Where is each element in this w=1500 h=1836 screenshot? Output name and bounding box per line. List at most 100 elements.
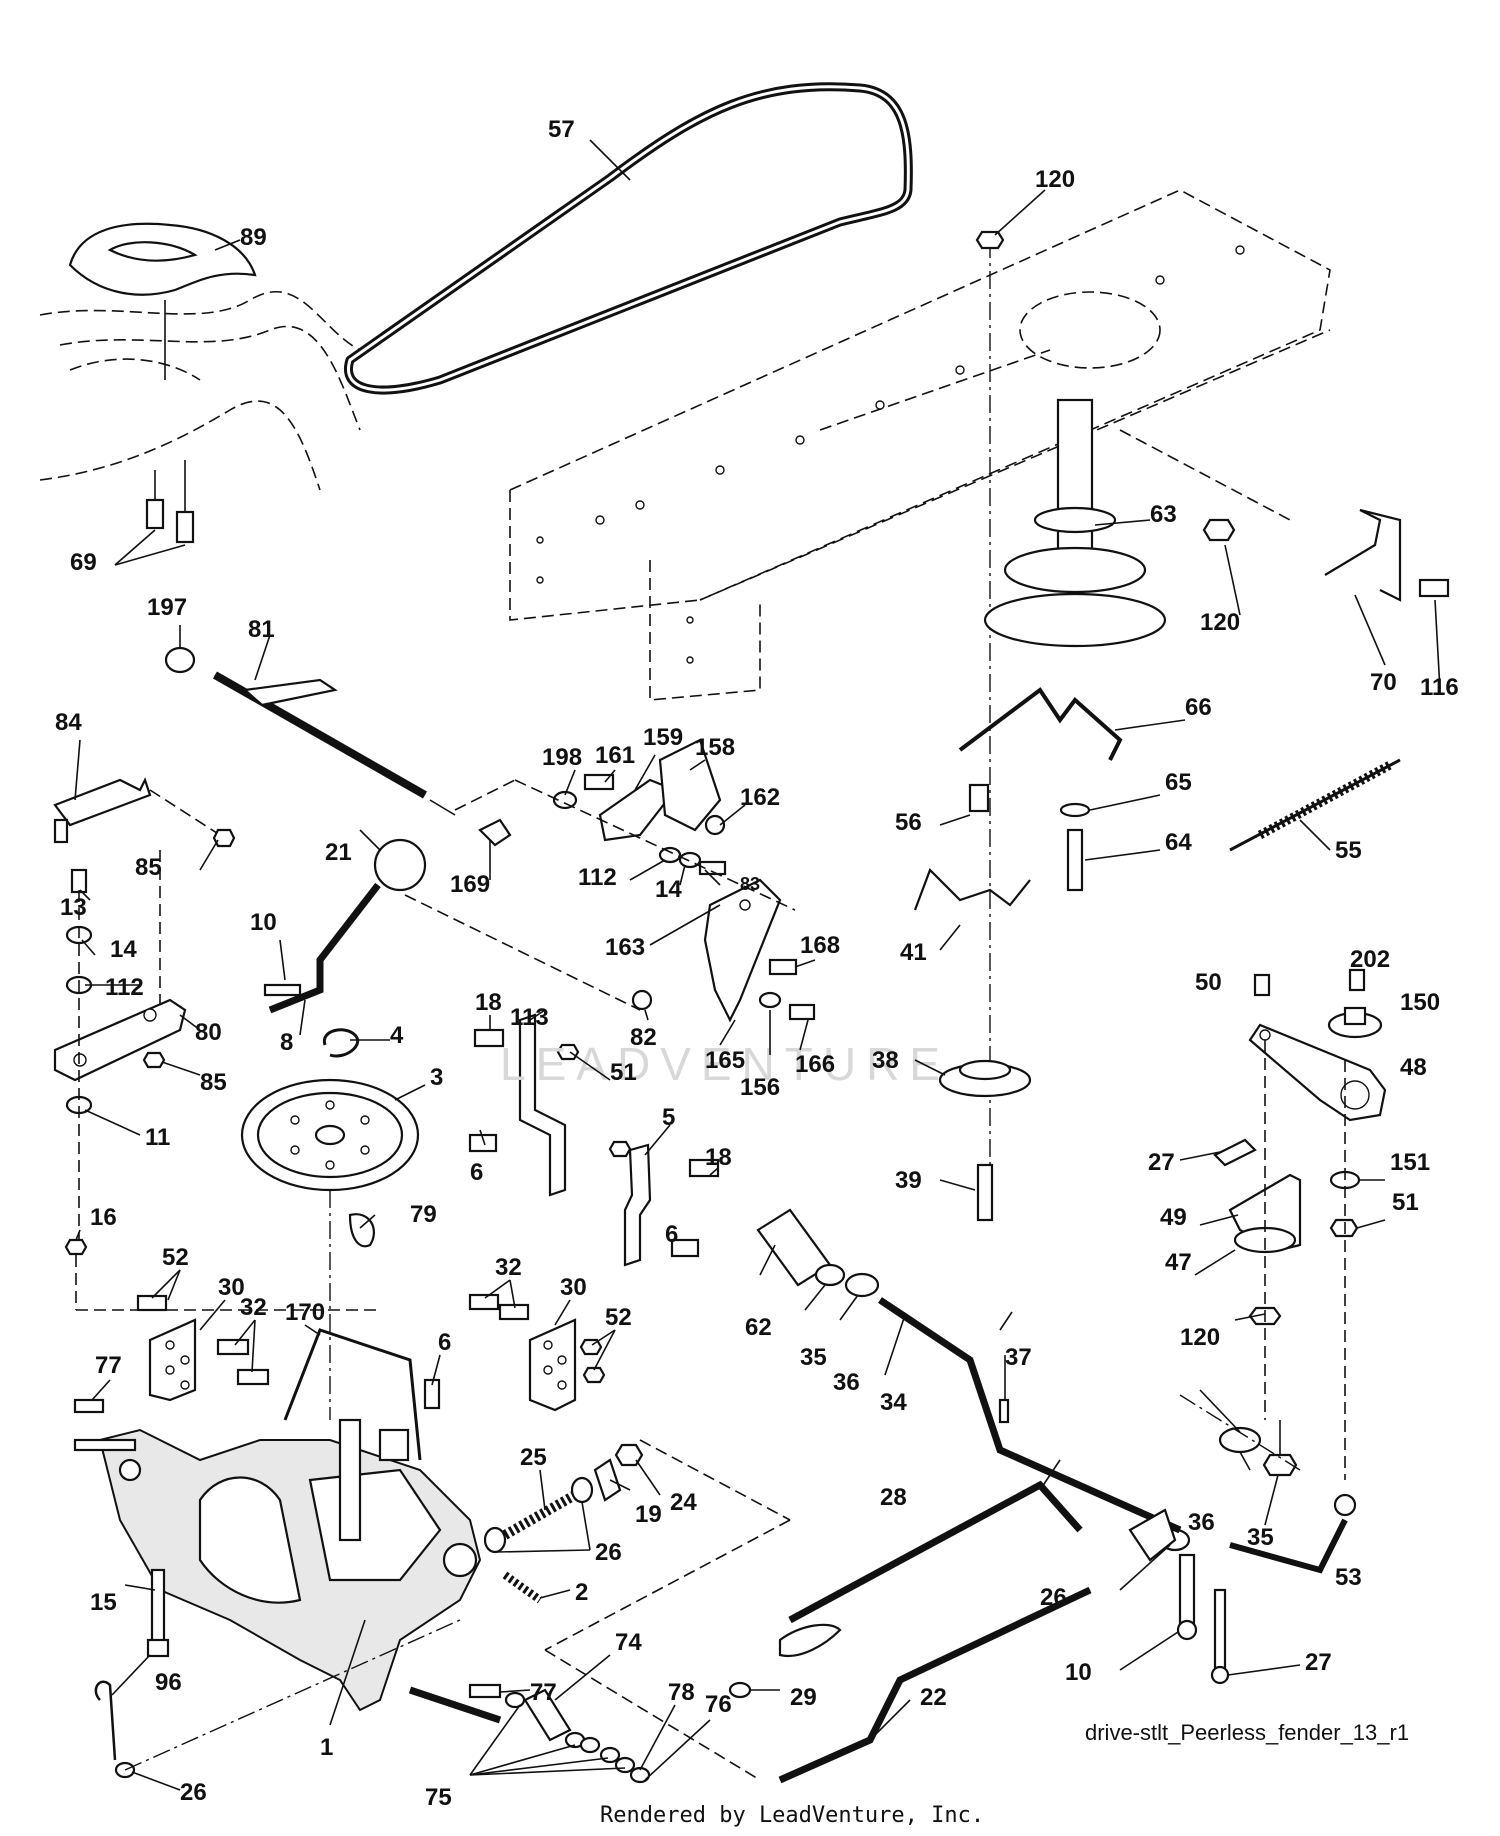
callout-26: 26 <box>180 1779 207 1806</box>
watermark: LEADVENTURE <box>500 1038 950 1090</box>
idler-arm-48 <box>1248 968 1387 1122</box>
callout-66: 66 <box>1185 694 1212 721</box>
bolt-56 <box>968 783 990 813</box>
callout-168: 168 <box>800 932 840 959</box>
callout-74: 74 <box>615 1629 642 1656</box>
callout-163: 163 <box>605 934 645 961</box>
callout-65: 65 <box>1165 769 1192 796</box>
callout-2: 2 <box>575 1579 588 1606</box>
callout-5: 5 <box>662 1104 675 1131</box>
fender-cover-part <box>68 222 257 380</box>
callout-169: 169 <box>450 871 490 898</box>
callout-30: 30 <box>218 1274 245 1301</box>
linkage-159-158 <box>454 738 816 1023</box>
callout-198: 198 <box>542 744 582 771</box>
callout-22: 22 <box>920 1684 947 1711</box>
bracket-113 <box>518 1013 567 1197</box>
callout-37: 37 <box>1005 1344 1032 1371</box>
transaxle-1 <box>73 1418 502 1724</box>
bushing-197 <box>164 646 196 674</box>
callout-75: 75 <box>425 1784 452 1811</box>
callout-35: 35 <box>1247 1524 1274 1551</box>
nut-120-top <box>975 230 1005 250</box>
leader-lines <box>74 139 1441 1791</box>
bolts-69 <box>145 460 195 544</box>
callout-76: 76 <box>705 1691 732 1718</box>
callout-116: 116 <box>1420 674 1459 701</box>
callout-120: 120 <box>1035 166 1075 193</box>
callout-6: 6 <box>665 1221 678 1248</box>
callout-150: 150 <box>1400 989 1440 1016</box>
callout-6: 6 <box>470 1159 483 1186</box>
callout-78: 78 <box>668 1679 695 1706</box>
callout-13: 13 <box>60 894 87 921</box>
callout-10: 10 <box>250 909 277 936</box>
callout-26: 26 <box>1040 1584 1067 1611</box>
callout-32: 32 <box>240 1294 267 1321</box>
callout-79: 79 <box>410 1201 437 1228</box>
bracket-30-right <box>528 1318 577 1412</box>
callout-6: 6 <box>438 1329 451 1356</box>
fender-outline <box>39 291 361 491</box>
rendered-by-credit: Rendered by LeadVenture, Inc. <box>600 1803 984 1828</box>
callout-69: 69 <box>70 549 97 576</box>
callout-25: 25 <box>520 1444 547 1471</box>
callout-18: 18 <box>475 989 502 1016</box>
callout-83: 83 <box>740 874 760 894</box>
callout-51: 51 <box>1392 1189 1419 1216</box>
nut-120-right <box>1202 518 1236 542</box>
callout-161: 161 <box>595 742 635 769</box>
callout-11: 11 <box>145 1124 170 1151</box>
callout-151: 151 <box>1390 1149 1430 1176</box>
callout-3: 3 <box>430 1064 443 1091</box>
pin-27-right <box>1213 1138 1257 1167</box>
callout-64: 64 <box>1165 829 1192 856</box>
callout-112: 112 <box>578 864 617 891</box>
callout-35: 35 <box>800 1344 827 1371</box>
callout-8: 8 <box>280 1029 293 1056</box>
callout-63: 63 <box>1150 501 1177 528</box>
callout-10: 10 <box>1065 1659 1092 1686</box>
callout-52: 52 <box>605 1304 632 1331</box>
callout-32: 32 <box>495 1254 522 1281</box>
callout-36: 36 <box>1188 1509 1215 1536</box>
drawing-id: drive-stlt_Peerless_fender_13_r1 <box>1085 1720 1409 1745</box>
spring-66 <box>958 687 1123 761</box>
callout-27: 27 <box>1148 1149 1175 1176</box>
callout-52: 52 <box>162 1244 189 1271</box>
shift-rod-34 <box>756 1208 1182 1562</box>
frame-outline <box>509 189 1331 701</box>
callout-4: 4 <box>390 1022 404 1049</box>
callout-113: 113 <box>510 1004 549 1031</box>
callout-26: 26 <box>595 1539 622 1566</box>
callout-85: 85 <box>135 854 162 881</box>
callout-28: 28 <box>880 1484 907 1511</box>
callout-1: 1 <box>320 1734 333 1761</box>
callout-39: 39 <box>895 1167 922 1194</box>
bolt-39 <box>976 1163 994 1222</box>
callout-77: 77 <box>95 1352 122 1379</box>
callout-165: 165 <box>705 1047 745 1074</box>
pulley-63 <box>983 398 1167 648</box>
callout-24: 24 <box>670 1489 697 1516</box>
callout-38: 38 <box>872 1047 899 1074</box>
callout-34: 34 <box>880 1389 907 1416</box>
callout-120: 120 <box>1200 609 1240 636</box>
callout-15: 15 <box>90 1589 117 1616</box>
callout-36: 36 <box>833 1369 860 1396</box>
pulley-3 <box>240 1078 420 1192</box>
callout-14: 14 <box>655 876 682 903</box>
callout-85: 85 <box>200 1069 227 1096</box>
callout-47: 47 <box>1165 1249 1192 1276</box>
callout-80: 80 <box>195 1019 222 1046</box>
callout-170: 170 <box>285 1299 325 1326</box>
callout-159: 159 <box>643 724 683 751</box>
callout-70: 70 <box>1370 669 1397 696</box>
callout-197: 197 <box>147 594 187 621</box>
bracket-70 <box>1324 508 1402 602</box>
callout-156: 156 <box>740 1074 780 1101</box>
bolt-116 <box>1418 578 1450 598</box>
callout-16: 16 <box>90 1204 117 1231</box>
callout-162: 162 <box>740 784 780 811</box>
